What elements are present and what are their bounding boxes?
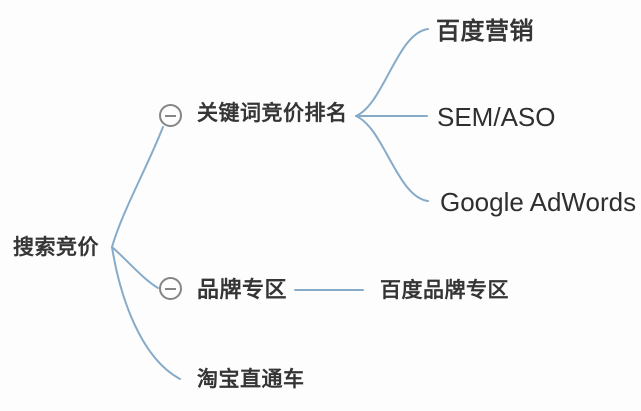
minus-icon [165,114,176,117]
connector-root-to-branch1 [111,126,164,248]
connector-branch1-to-leaf3 [355,115,429,202]
collapse-toggle-branch1[interactable] [159,104,182,127]
connector-root-to-branch2 [111,246,159,289]
connector-root-to-branch3 [111,246,181,380]
branch-node-brand-zone[interactable]: 品牌专区 [197,277,288,302]
minus-icon [165,287,176,290]
connector-branch1-to-leaf1 [355,28,429,117]
branch-node-taobao-express[interactable]: 淘宝直通车 [197,368,305,391]
leaf-node-baidu-brand-zone[interactable]: 百度品牌专区 [380,279,509,302]
root-node-search-bidding[interactable]: 搜索竞价 [13,236,99,259]
branch-node-keyword-bidding[interactable]: 关键词竞价排名 [197,102,348,125]
leaf-node-baidu-marketing[interactable]: 百度营销 [436,18,534,45]
leaf-node-sem-aso[interactable]: SEM/ASO [437,102,556,132]
collapse-toggle-branch2[interactable] [159,277,182,300]
leaf-node-google-adwords[interactable]: Google AdWords [440,187,637,217]
